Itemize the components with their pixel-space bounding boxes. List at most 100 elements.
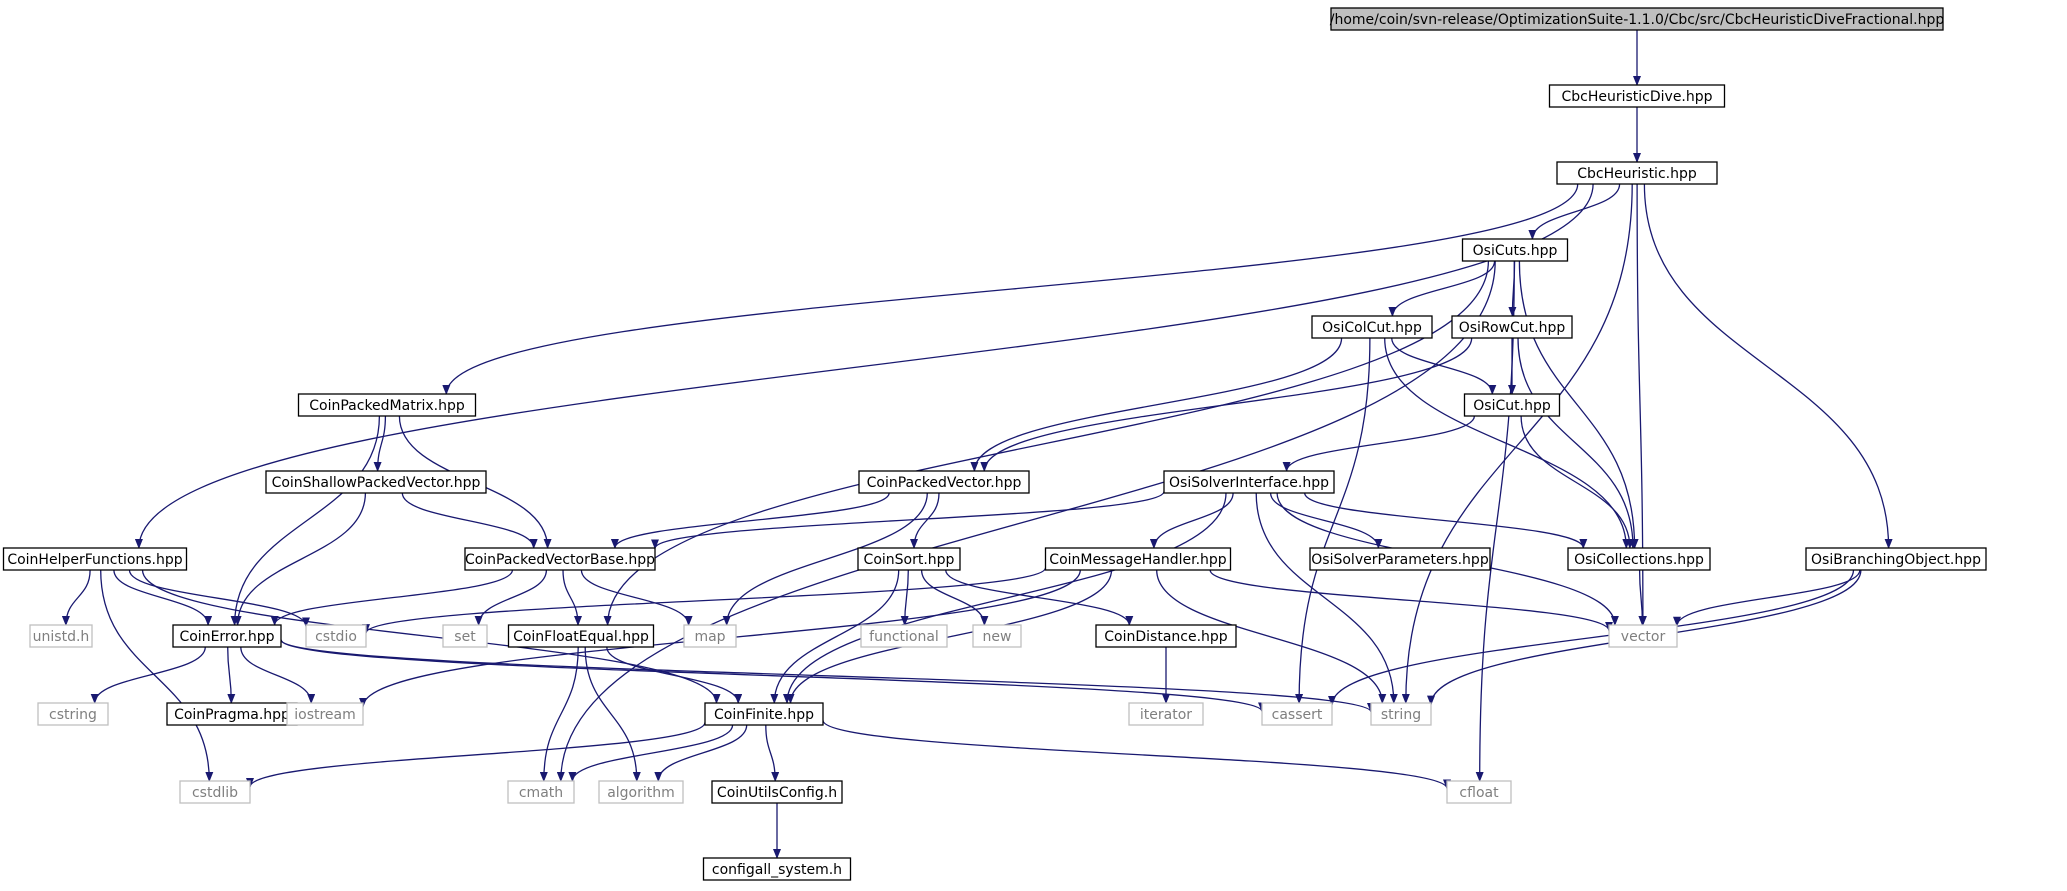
node-box — [1330, 7, 1944, 31]
edge-coinpvbase-to-map — [580, 569, 693, 626]
node-osicollections[interactable]: OsiCollections.hpp — [1567, 547, 1711, 571]
node-coinpvbase[interactable]: CoinPackedVectorBase.hpp — [464, 547, 656, 571]
node-label: unistd.h — [33, 629, 90, 645]
edge-osicollections-to-vector — [1638, 569, 1647, 626]
node-label: OsiSolverParameters.hpp — [1311, 552, 1489, 568]
node-coinpragma[interactable]: CoinPragma.hpp — [166, 702, 298, 726]
node-box — [857, 547, 961, 571]
node-osibranching[interactable]: OsiBranchingObject.hpp — [1805, 547, 1987, 571]
edge-coinpackedvector-to-coinpvbase — [610, 492, 890, 549]
node-box — [1309, 547, 1491, 571]
node-label: cstdio — [315, 629, 357, 645]
edge-coinpackedvector-to-map — [722, 492, 928, 626]
node-label: CoinPragma.hpp — [174, 707, 290, 723]
node-label: iostream — [294, 707, 356, 723]
node-coinpackedvector[interactable]: CoinPackedVector.hpp — [858, 470, 1030, 494]
node-box — [1163, 470, 1335, 494]
node-iterator: iterator — [1128, 702, 1204, 726]
node-label: CoinPackedVectorBase.hpp — [465, 552, 655, 568]
node-osicuts[interactable]: OsiCuts.hpp — [1461, 238, 1569, 262]
node-coinsort[interactable]: CoinSort.hpp — [857, 547, 961, 571]
node-osisolverif[interactable]: OsiSolverInterface.hpp — [1163, 470, 1335, 494]
node-label: OsiBranchingObject.hpp — [1811, 552, 1981, 568]
edge-coinhelper-to-cstdlib — [100, 569, 214, 782]
edge-coinpvbase-to-coinfloatequal — [562, 569, 582, 626]
node-box — [1548, 84, 1726, 108]
edge-osicut-to-osisolverif — [1282, 415, 1476, 472]
node-coinerror[interactable]: CoinError.hpp — [172, 624, 282, 648]
edge-osisolverif-to-osicollections — [1304, 492, 1588, 549]
edge-osicolcut-to-osicollections — [1384, 337, 1631, 549]
node-configall[interactable]: configall_system.h — [702, 857, 852, 881]
node-label: functional — [869, 629, 939, 645]
node-coinhelper[interactable]: CoinHelperFunctions.hpp — [2, 547, 188, 571]
node-coinmsg[interactable]: CoinMessageHandler.hpp — [1044, 547, 1232, 571]
edge-coinfinite-to-coinutilsconfig — [765, 724, 780, 782]
edge-cbcheur-to-osicuts — [1528, 183, 1621, 240]
edge-coinfloatequal-to-coinfinite — [606, 646, 743, 704]
node-coinshallow[interactable]: CoinShallowPackedVector.hpp — [265, 470, 487, 494]
node-box — [305, 624, 367, 648]
edge-osicut-to-osicollections — [1520, 415, 1634, 549]
edge-osisolverif-to-string — [1255, 492, 1398, 704]
edge-osicuts-to-osicolcut — [1388, 260, 1496, 317]
node-label: CoinFloatEqual.hpp — [513, 629, 649, 645]
node-label: OsiRowCut.hpp — [1459, 320, 1566, 336]
edge-osicolcut-to-coinpackedvector — [970, 337, 1343, 472]
node-cmath: cmath — [507, 780, 575, 804]
node-label: new — [983, 629, 1012, 645]
node-box — [172, 624, 282, 648]
node-osicolcut[interactable]: OsiColCut.hpp — [1311, 315, 1433, 339]
edge-osisolverif-to-coinfinite — [783, 492, 1227, 704]
node-box — [1461, 238, 1569, 262]
node-box — [37, 702, 109, 726]
node-label: CoinFinite.hpp — [714, 707, 814, 723]
node-box — [711, 780, 843, 804]
node-label: CbcHeuristicDive.hpp — [1561, 89, 1712, 105]
edge-osibranching-to-vector — [1673, 569, 1861, 627]
node-box — [1805, 547, 1987, 571]
node-coindistance[interactable]: CoinDistance.hpp — [1095, 624, 1237, 648]
node-cbcdive[interactable]: CbcHeuristicDive.hpp — [1548, 84, 1726, 108]
node-box — [179, 780, 251, 804]
edge-coinfloatequal-to-cmath — [539, 646, 579, 782]
edge-osisolverif-to-osisolverparams — [1269, 492, 1383, 549]
node-algorithm: algorithm — [598, 780, 684, 804]
node-box — [1261, 702, 1333, 726]
node-coinfloatequal[interactable]: CoinFloatEqual.hpp — [507, 624, 655, 648]
edge-coinerror-to-iostream — [240, 646, 316, 704]
node-label: set — [454, 629, 476, 645]
node-box — [1128, 702, 1204, 726]
node-label: cmath — [519, 785, 563, 801]
node-root[interactable]: /home/coin/svn-release/OptimizationSuite… — [1330, 7, 1945, 31]
node-osicut[interactable]: OsiCut.hpp — [1463, 393, 1561, 417]
node-box — [1446, 780, 1512, 804]
node-box — [598, 780, 684, 804]
node-label: /home/coin/svn-release/OptimizationSuite… — [1330, 12, 1945, 28]
node-box — [1370, 702, 1432, 726]
edge-coinmsg-to-coinfinite — [786, 569, 1113, 704]
edge-coinpackedmatrix-to-coinshallow — [373, 415, 387, 472]
node-coinfinite[interactable]: CoinFinite.hpp — [704, 702, 824, 726]
node-box — [265, 470, 487, 494]
node-box — [1451, 315, 1573, 339]
node-label: algorithm — [607, 785, 675, 801]
node-cbcheur[interactable]: CbcHeuristic.hpp — [1556, 161, 1718, 185]
node-label: CoinError.hpp — [179, 629, 274, 645]
node-coinpackedmatrix[interactable]: CoinPackedMatrix.hpp — [297, 393, 477, 417]
edge-coinhelper-to-unistd — [61, 569, 91, 626]
node-label: OsiCollections.hpp — [1574, 552, 1704, 568]
node-osisolverparams[interactable]: OsiSolverParameters.hpp — [1309, 547, 1491, 571]
edge-osisolverif-to-coinmsg — [1149, 492, 1234, 549]
edge-cbcheur-to-osibranching — [1643, 183, 1893, 549]
node-functional: functional — [860, 624, 948, 648]
edge-osicolcut-to-cassert — [1295, 337, 1371, 704]
node-coinutilsconfig[interactable]: CoinUtilsConfig.h — [711, 780, 843, 804]
node-string: string — [1370, 702, 1432, 726]
edge-coinerror-to-string — [280, 639, 1375, 713]
node-label: CoinDistance.hpp — [1104, 629, 1228, 645]
node-box — [683, 624, 737, 648]
node-box — [1608, 624, 1678, 648]
node-label: cfloat — [1459, 785, 1499, 801]
node-osirowcut[interactable]: OsiRowCut.hpp — [1451, 315, 1573, 339]
